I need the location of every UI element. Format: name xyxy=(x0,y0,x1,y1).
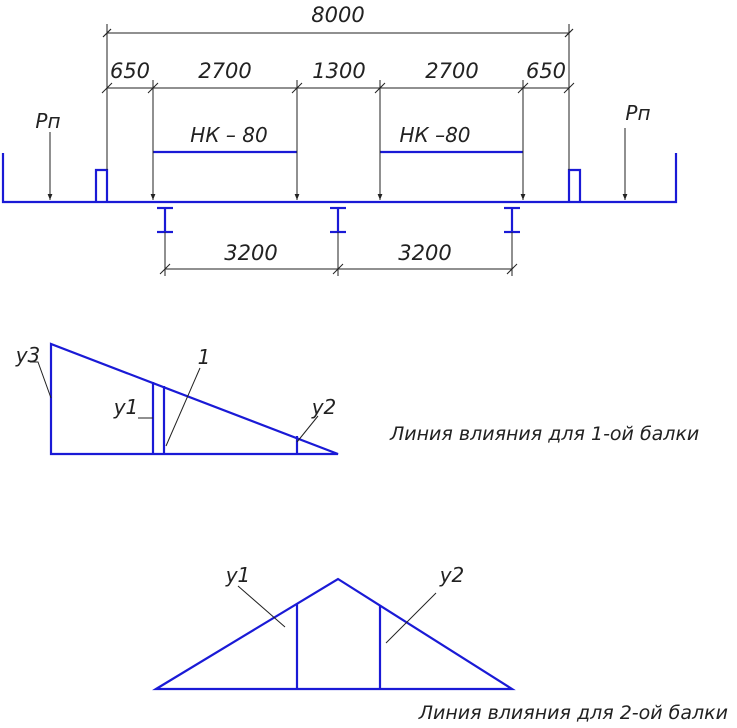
dim-seg-5: 650 xyxy=(526,59,566,83)
ordinate-y2-label: у2 xyxy=(439,563,465,587)
dim-seg-3: 1300 xyxy=(312,59,365,83)
load-arrows xyxy=(47,128,628,200)
beam-1 xyxy=(157,206,173,234)
dim-seg-4: 2700 xyxy=(425,59,478,83)
deck-outline xyxy=(1,153,678,204)
beam-3 xyxy=(504,206,520,234)
ordinate-y2-label: у2 xyxy=(311,395,337,419)
beam-2 xyxy=(330,206,346,234)
influence-line-1: у3 у1 1 у2 Линия влияния для 1-ой балки xyxy=(15,342,699,456)
dim-beam-spacing-1: 3200 xyxy=(224,241,277,265)
influence-line-2-caption: Линия влияния для 2-ой балки xyxy=(418,702,728,724)
extension-lines xyxy=(106,24,570,276)
dim-total: 8000 xyxy=(311,3,364,27)
mark-1-label: 1 xyxy=(198,345,211,369)
dim-ticks-segments xyxy=(101,82,575,94)
influence-line-2: у1 у2 Линия влияния для 2-ой балки xyxy=(152,563,728,724)
label-pedestrian-right: Pп xyxy=(625,101,650,125)
leaders-1 xyxy=(30,361,319,447)
left-curb xyxy=(94,168,109,202)
ordinate-y3-label: у3 xyxy=(15,343,41,367)
dim-ticks-beam-spacing xyxy=(159,263,518,275)
dim-beam-spacing-2: 3200 xyxy=(398,241,451,265)
label-pedestrian-left: Pп xyxy=(35,109,60,133)
influence-line-1-caption: Линия влияния для 1-ой балки xyxy=(389,423,699,445)
label-wheel-load-left: НК – 80 xyxy=(190,123,267,147)
ordinate-y1-label: у1 xyxy=(225,563,251,587)
cross-section: 8000 650 2700 1300 2700 650 3200 3200 Pп… xyxy=(1,3,678,276)
influence-line-2-triangle xyxy=(152,577,516,691)
influence-line-1-triangle xyxy=(49,342,339,456)
ordinate-y1-label: у1 xyxy=(113,395,139,419)
leaders-2 xyxy=(237,585,437,644)
dim-seg-2: 2700 xyxy=(198,59,251,83)
label-wheel-load-right: НК –80 xyxy=(399,123,470,147)
right-curb xyxy=(567,168,582,202)
dim-seg-1: 650 xyxy=(110,59,150,83)
